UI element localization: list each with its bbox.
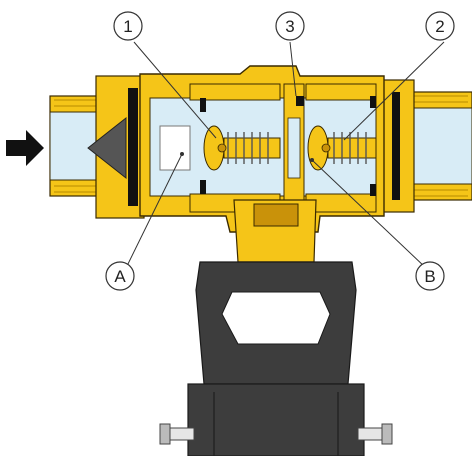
- svg-text:B: B: [424, 267, 435, 286]
- callout-A: A: [105, 261, 135, 291]
- leader-lines: [125, 41, 445, 269]
- callout-B: B: [415, 261, 445, 291]
- callout-1: 1: [113, 11, 143, 41]
- outlet-pipe: [379, 79, 472, 213]
- drain-actuator-housing: [159, 261, 393, 456]
- drain-screw-left-icon: [159, 423, 195, 445]
- drain-stem: [221, 199, 331, 273]
- drain-screw-right-icon: [357, 423, 393, 445]
- svg-text:A: A: [114, 267, 126, 286]
- strainer-cone: [87, 116, 127, 180]
- svg-text:1: 1: [123, 17, 132, 36]
- flow-direction-arrow-icon: [6, 130, 44, 166]
- check-valve-2: [307, 125, 377, 171]
- check-valve-1: [159, 125, 281, 171]
- callout-2: 2: [425, 11, 455, 41]
- svg-text:3: 3: [285, 17, 294, 36]
- callout-3: 3: [275, 11, 305, 41]
- svg-text:2: 2: [435, 17, 444, 36]
